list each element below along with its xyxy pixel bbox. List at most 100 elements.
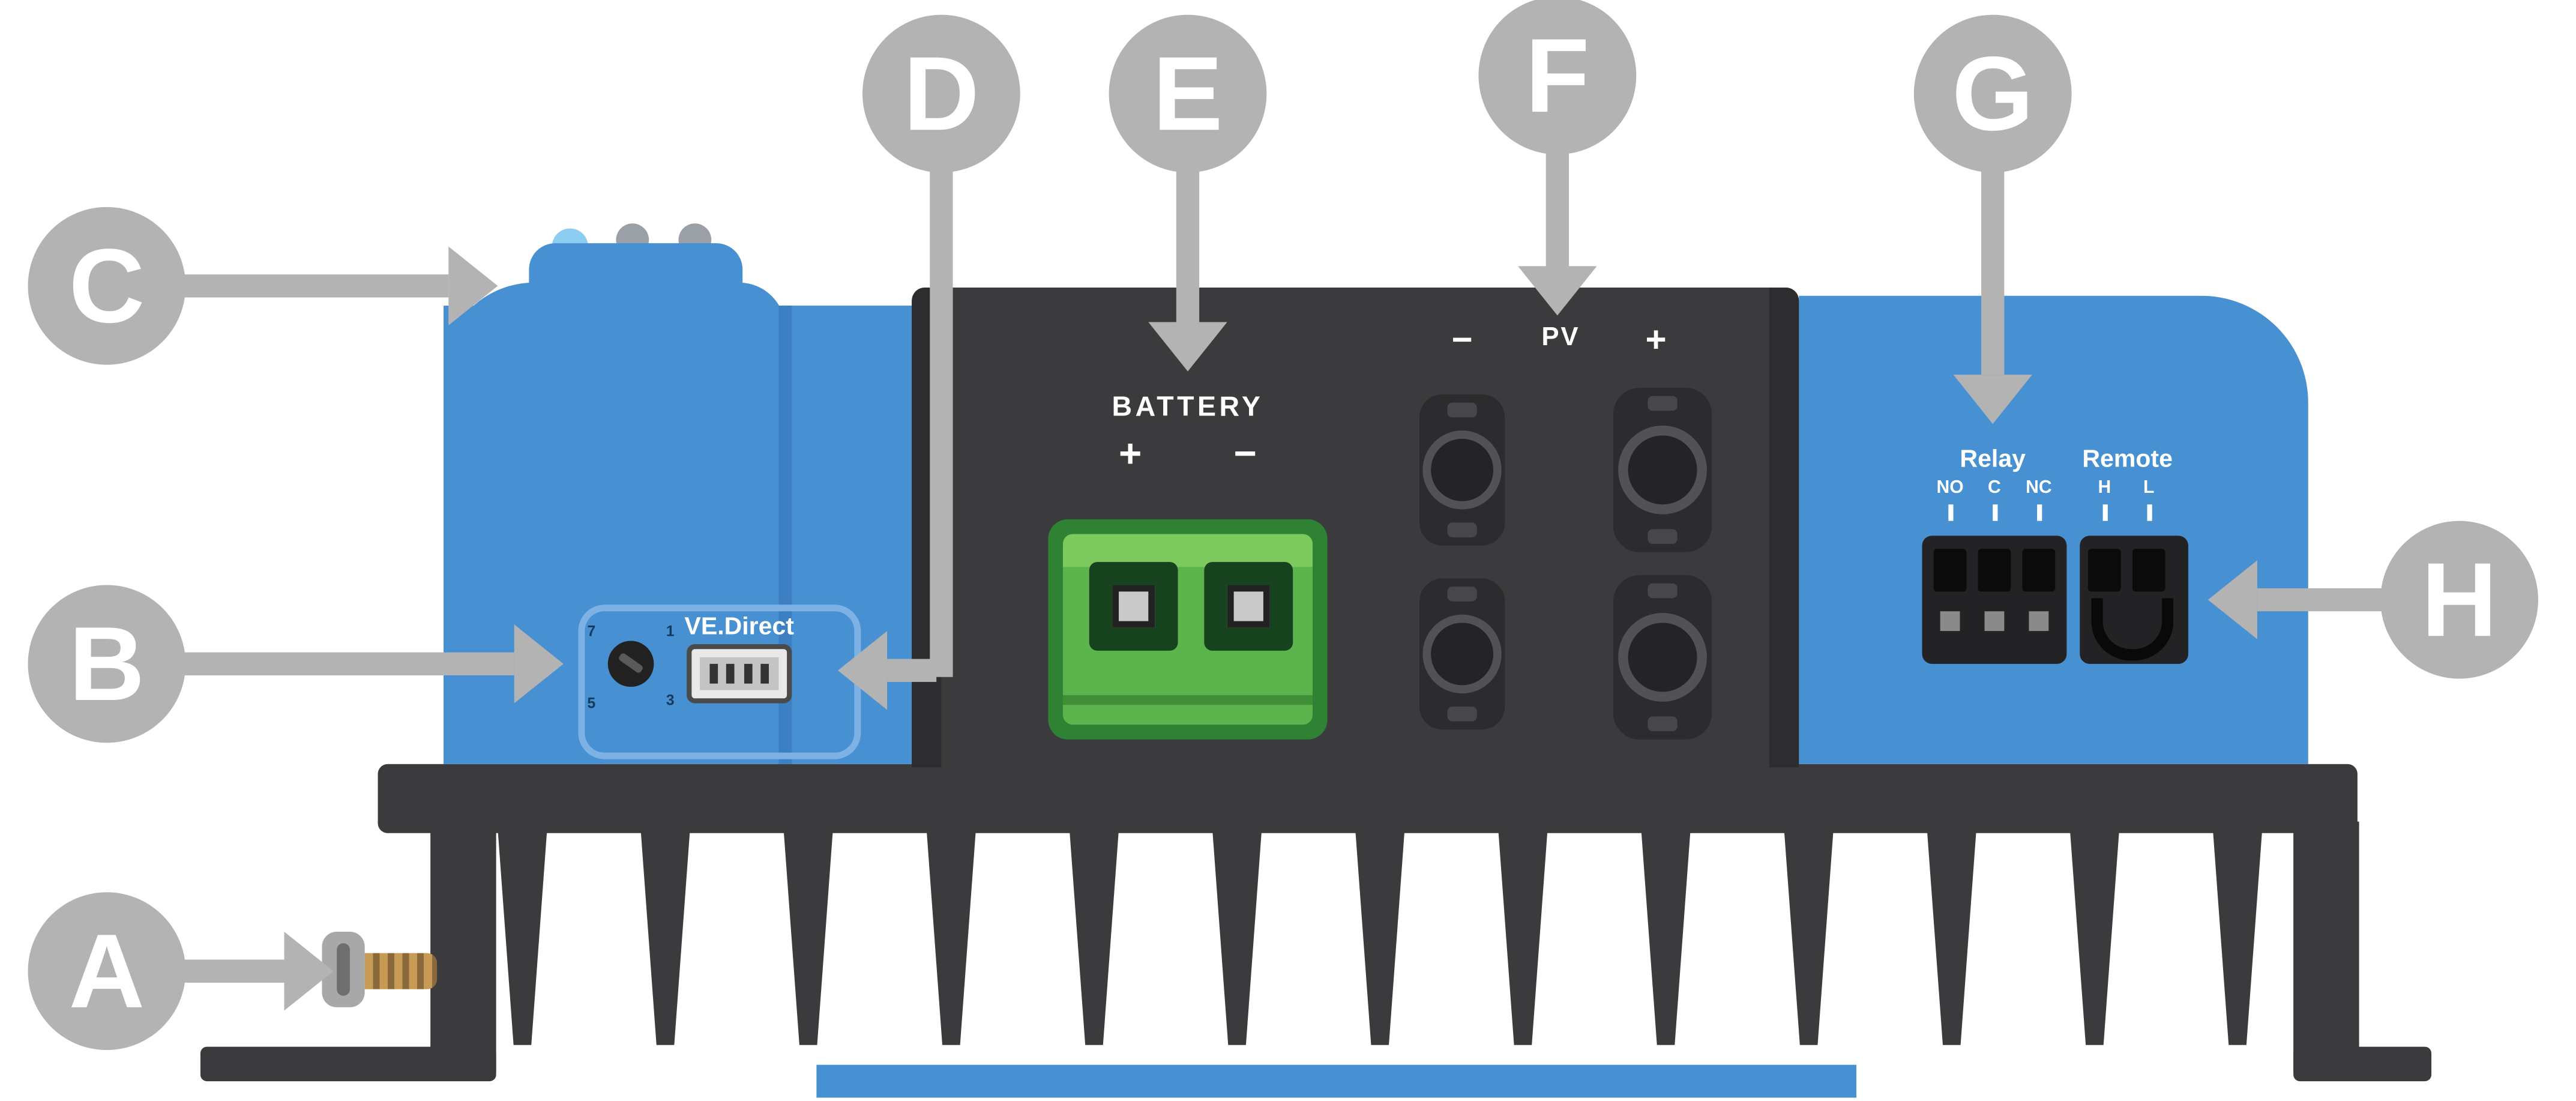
port-pin [744,663,753,684]
heatsink-fin [2213,830,2263,1045]
battery-port-positive-pin [1112,585,1155,628]
heatsink-bar [378,764,2358,833]
terminal-ring [1422,614,1502,694]
terminal-notch [1648,529,1678,544]
terminal-hole [2022,549,2056,592]
heatsink-fin [1212,830,1262,1045]
heatsink-fin [1069,830,1119,1045]
callout-b-arrowhead [514,624,564,704]
ve-direct-port-inner [700,657,779,690]
terminal-screw [1984,611,2005,632]
callout-b: B [28,585,186,743]
heatsink-fin [1498,830,1548,1045]
pin-tick [1993,504,1998,521]
pin-tick [1948,504,1954,521]
heatsink-fin [1927,830,1976,1045]
terminal-notch [1447,587,1477,602]
terminal-notch [1447,522,1477,538]
callout-g-letter: G [1952,34,2034,153]
terminal-panel-edge-right [1769,288,1799,768]
heatsink-left-foot [200,1046,496,1082]
heatsink-fin [640,830,690,1045]
battery-terminal-divider [1062,695,1313,705]
callout-e-letter: E [1152,34,1223,153]
callout-d-arrowhead [837,631,888,710]
battery-port-negative-pin [1227,585,1270,628]
terminal-ring [1618,425,1707,514]
pv-plus-label: + [1645,319,1667,360]
relay-pin-label: C [1988,478,2001,498]
ve-direct-label: VE.Direct [684,612,795,641]
callout-b-arrow [172,652,514,675]
callout-a-arrowhead [284,931,334,1011]
rotary-position-label: 3 [666,692,675,708]
callout-g-arrow [1981,164,2005,375]
heatsink-fin [1355,830,1405,1045]
terminal-hole [1978,549,2011,592]
heatsink-left-leg [430,821,496,1072]
callout-a-letter: A [68,912,145,1031]
terminal-hole [2087,549,2121,592]
rotary-position-label: 1 [666,623,675,639]
callout-d-letter: D [903,34,980,153]
terminal-hole [2132,549,2165,592]
callout-d: D [862,14,1020,173]
mounting-plate [816,1064,1857,1098]
callout-a: A [28,892,186,1051]
remote-wire-loop [2091,598,2174,661]
rotary-switch [607,641,654,687]
screw-slot [337,943,351,996]
heatsink-right-leg [2293,821,2359,1072]
callout-e-arrowhead [1148,322,1227,372]
callout-c-letter: C [68,226,145,345]
terminal-screw [1940,611,1960,632]
pv-label: PV [1541,324,1580,352]
heatsink-fin [926,830,976,1045]
pv-terminal-minus-top [1419,394,1505,546]
pin-tick [2037,504,2042,521]
heatsink-fin [2069,830,2119,1045]
callout-c-arrowhead [448,246,498,325]
callout-a-arrow [172,959,284,983]
terminal-notch [1648,716,1678,732]
callout-c-arrow [172,274,449,298]
heatsink-fin [783,830,833,1045]
relay-pin-label: NO [1936,478,1964,498]
callout-e-arrow [1176,164,1200,322]
battery-label: BATTERY [1112,391,1264,423]
pv-terminal-plus-top [1613,387,1712,552]
pin-tick [2147,504,2152,521]
rotary-switch-slot [618,652,644,674]
mounting-screw-threads [364,953,438,989]
terminal-ring [1618,612,1707,702]
callout-b-letter: B [68,605,145,723]
relay-pin-label: NC [2026,478,2052,498]
heatsink-fin [1784,830,1834,1045]
callout-c: C [28,207,186,365]
pin-tick [2102,504,2108,521]
ve-direct-port [687,644,792,704]
remote-terminal-block [2080,535,2188,664]
callout-f-letter: F [1525,16,1590,135]
port-pin [709,663,718,684]
relay-terminal-block [1922,535,2067,664]
remote-pin-label: L [2143,478,2155,498]
remote-pin-label: H [2098,478,2111,498]
remote-label: Remote [2082,445,2173,474]
heatsink-fin [498,830,547,1045]
body-right-section [1799,295,2308,764]
pv-terminal-minus-bottom [1419,578,1505,730]
callout-d-arrow-elbow [887,659,937,682]
callout-g: G [1913,14,2072,173]
battery-terminal-highlight [1062,534,1313,567]
terminal-notch [1648,583,1678,599]
port-pin [761,663,770,684]
callout-g-arrowhead [1953,375,2032,424]
battery-minus-label: − [1233,432,1257,477]
terminal-notch [1447,402,1477,418]
port-pin [726,663,735,684]
battery-plus-label: + [1118,432,1142,477]
pv-terminal-plus-bottom [1613,575,1712,740]
terminal-ring [1422,430,1502,510]
